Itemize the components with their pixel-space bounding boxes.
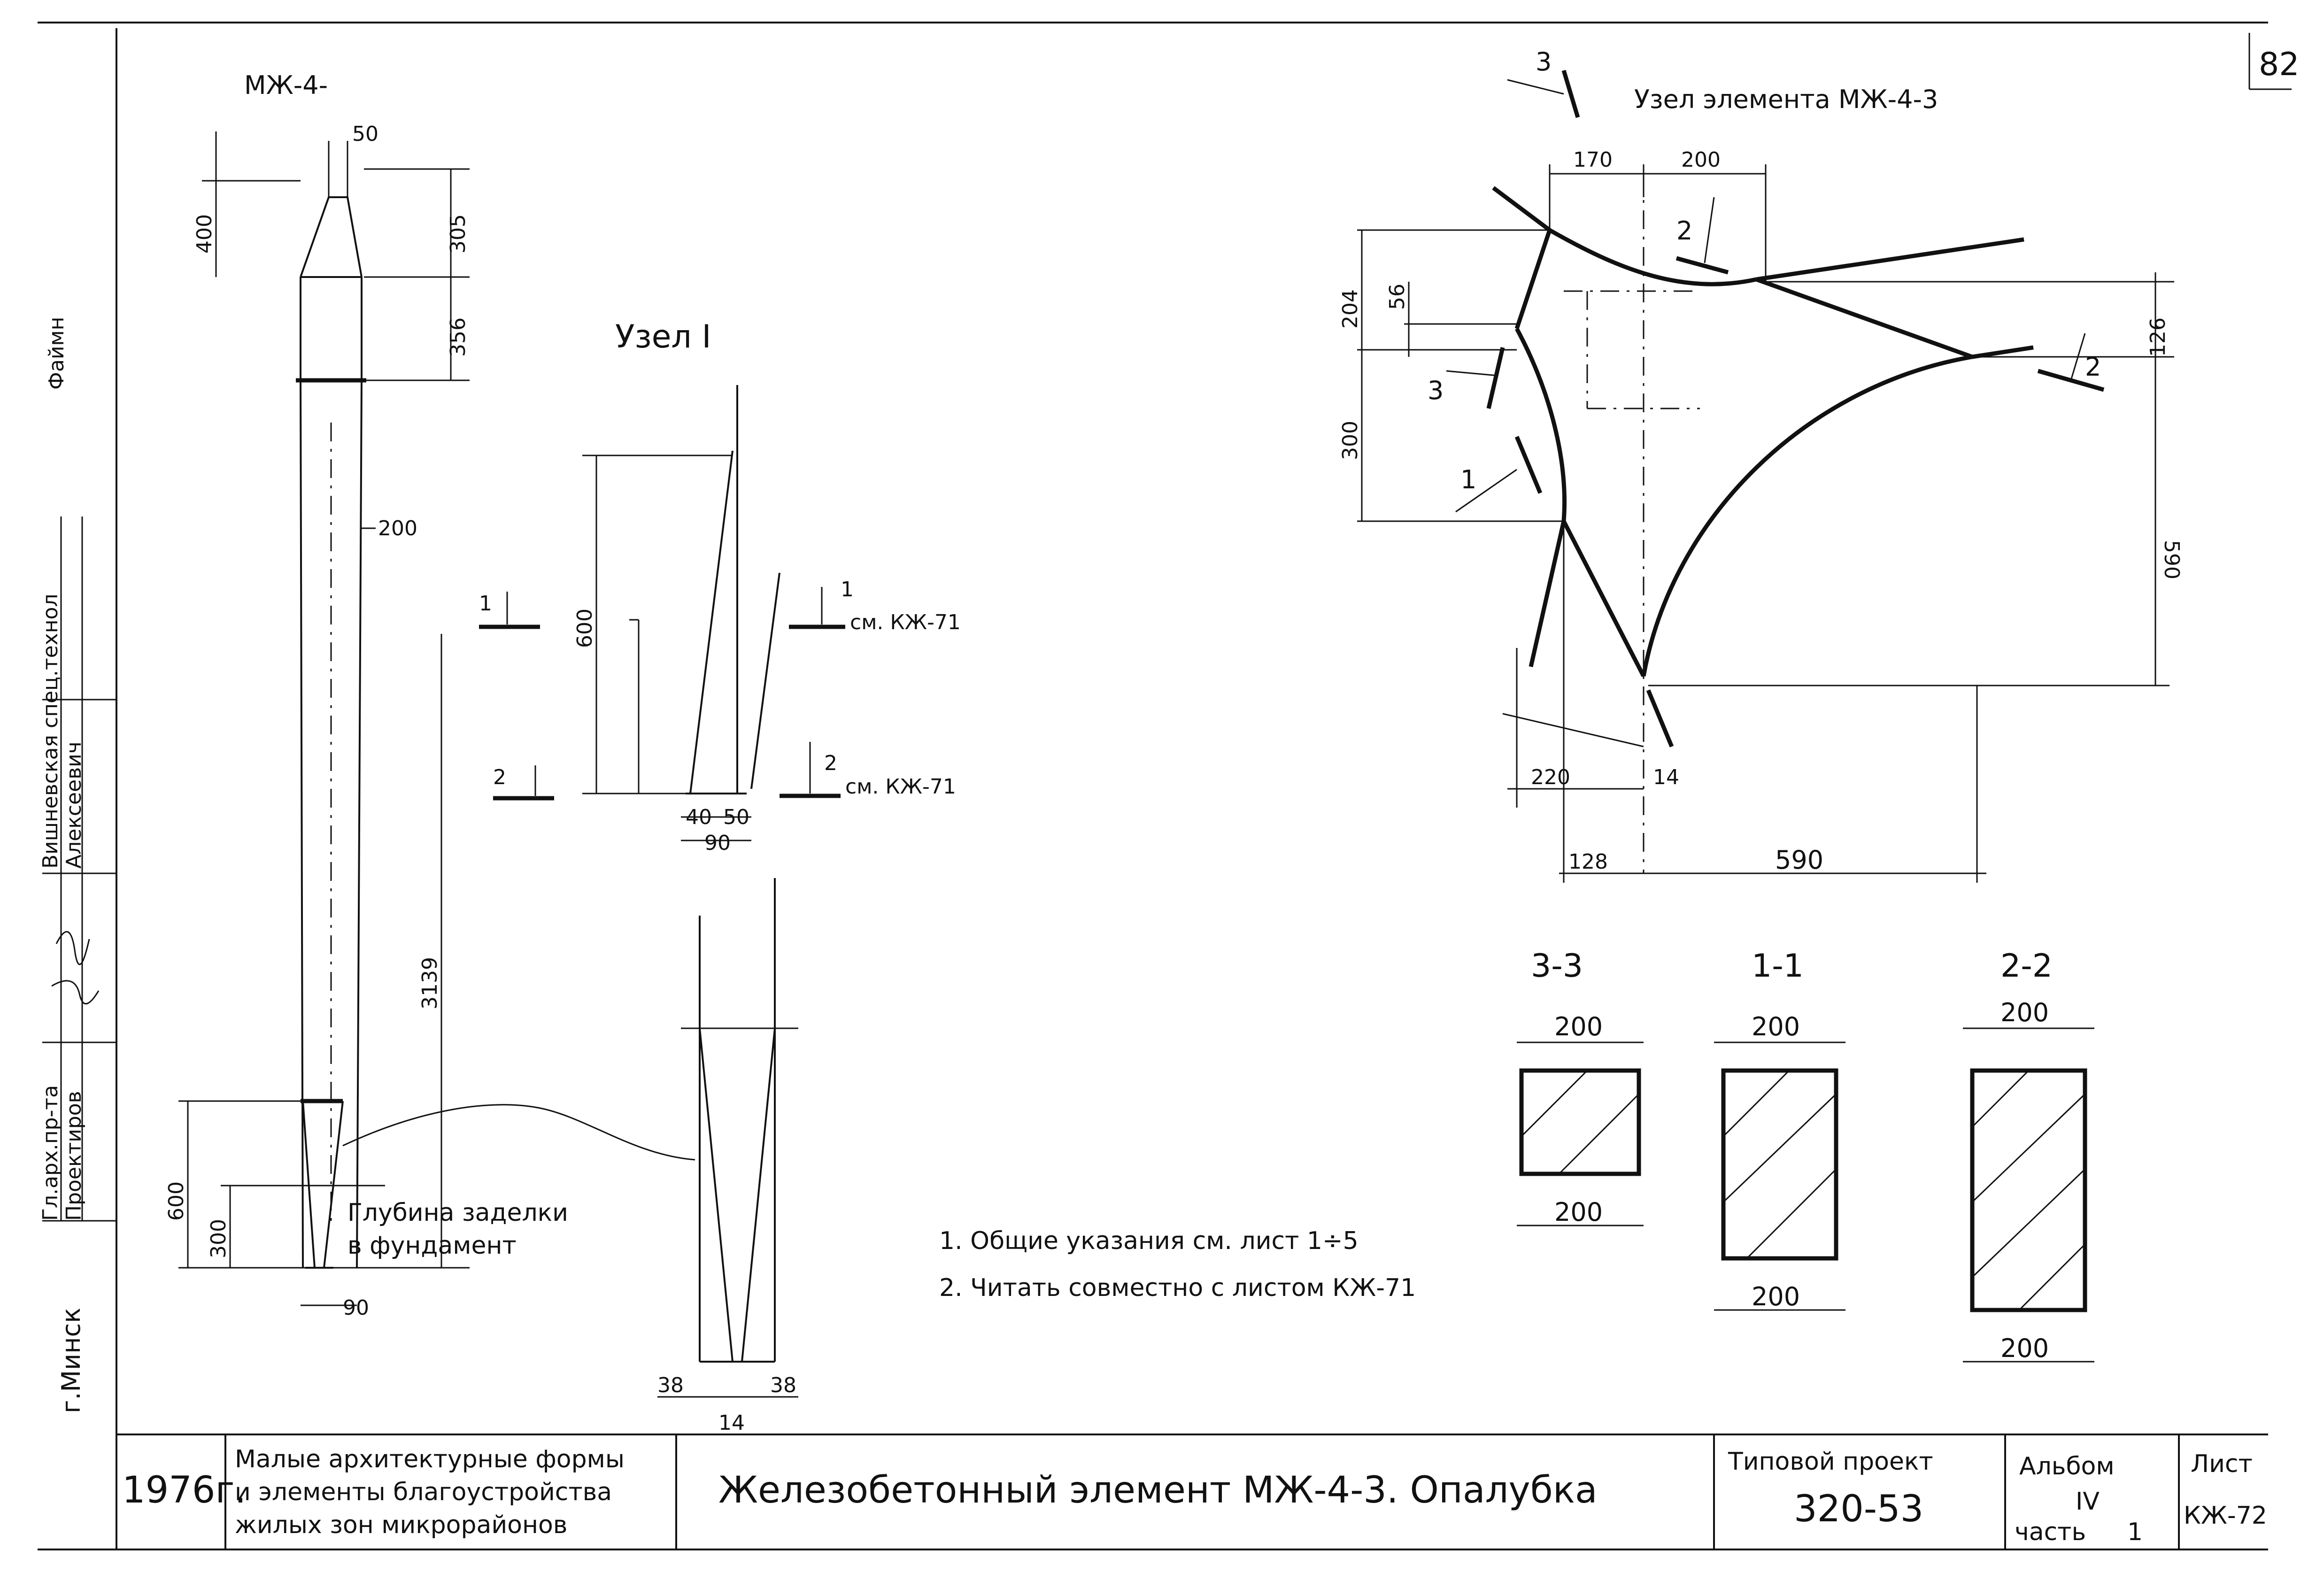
title-project-desc-1: Малые архитектурные формы — [235, 1445, 625, 1473]
dim-detail-170: 170 — [1573, 148, 1613, 172]
sheet-corner-number: 82 — [2259, 46, 2300, 83]
dim-detail-56: 56 — [1385, 284, 1409, 310]
cut-mark-3-top: 3 — [1536, 47, 1552, 77]
dim-column-356: 356 — [446, 317, 470, 357]
dim-column-305: 305 — [446, 214, 470, 254]
album-value: IV — [2076, 1488, 2100, 1516]
dim-detail-590-bottom: 590 — [1775, 845, 1823, 875]
element-label: МЖ-4- — [244, 70, 328, 100]
cut-mark-1-left: 1 — [479, 592, 492, 616]
dim-node1-40: 40 — [686, 805, 712, 829]
node-detail-title: Узел элемента МЖ-4-3 — [1634, 85, 1938, 114]
stamp-city: г.Минск — [56, 1308, 86, 1413]
dim-detail-200: 200 — [1681, 148, 1721, 172]
see-1: см. КЖ-71 — [850, 610, 961, 634]
sheet-value: КЖ-72 — [2184, 1502, 2267, 1530]
note-2: 2. Читать совместно с листом КЖ-71 — [939, 1274, 1416, 1302]
cut-mark-1-detail: 1 — [1460, 465, 1476, 494]
dim-column-90: 90 — [343, 1296, 369, 1320]
depth-note-line1: Глубина заделки — [347, 1199, 568, 1227]
dim-node1-50: 50 — [723, 805, 749, 829]
dim-sec22-top: 200 — [2000, 998, 2049, 1027]
stamp-name-2: Файмн — [45, 317, 69, 390]
dim-column-50: 50 — [352, 122, 378, 146]
dim-sec33-bottom: 200 — [1554, 1197, 1603, 1227]
dim-detail-590-right: 590 — [2160, 540, 2184, 579]
general-notes: 1. Общие указания см. лист 1÷5 2. Читать… — [939, 1227, 1416, 1302]
dim-column-600: 600 — [164, 1181, 188, 1221]
column-elevation: МЖ-4- 50 400 305 — [164, 70, 695, 1320]
dim-detail-14: 14 — [1653, 765, 1679, 789]
signature-mark — [51, 931, 100, 1005]
dim-node1-38-left: 38 — [657, 1373, 684, 1397]
typical-project-label: Типовой проект — [1728, 1448, 1933, 1476]
cut-mark-3-left: 3 — [1428, 376, 1444, 405]
dim-column-200: 200 — [378, 516, 417, 540]
sheet-frame: 82 — [38, 22, 2300, 1550]
stamp-name-1: Алексеевич — [62, 741, 86, 869]
depth-note-line2: в фундамент — [347, 1232, 517, 1260]
title-year: 1976г. — [122, 1469, 246, 1511]
section-3-3: 3-3 200 200 — [1517, 948, 1644, 1227]
see-2: см. КЖ-71 — [845, 775, 956, 799]
dim-column-300: 300 — [207, 1219, 231, 1258]
dim-detail-126: 126 — [2146, 317, 2170, 357]
node-detail: Узел элемента МЖ-4-3 3 3 1 2 2 — [1338, 47, 2184, 883]
sheet-title: Железобетонный элемент МЖ-4-3. Опалубка — [718, 1469, 1598, 1511]
section-3-3-title: 3-3 — [1531, 948, 1583, 985]
stamp-role-2: Проектиров — [62, 1091, 86, 1221]
sheet-label: Лист — [2191, 1450, 2253, 1478]
title-block: 1976г. Малые архитектурные формы и элеме… — [116, 1434, 2268, 1549]
cut-mark-1-right: 1 — [841, 578, 854, 601]
dim-sec11-top: 200 — [1752, 1012, 1800, 1041]
note-1: 1. Общие указания см. лист 1÷5 — [939, 1227, 1359, 1255]
part-label: часть — [2015, 1518, 2086, 1546]
dim-sec11-bottom: 200 — [1752, 1282, 1800, 1311]
dim-node1-14: 14 — [718, 1411, 745, 1435]
dim-sec22-bottom: 200 — [2000, 1333, 2049, 1363]
node-i-title: Узел I — [615, 318, 711, 355]
dim-detail-300: 300 — [1338, 421, 1362, 460]
part-value: 1 — [2127, 1518, 2143, 1546]
dim-sec33-top: 200 — [1554, 1012, 1603, 1041]
cut-mark-2-top: 2 — [1676, 216, 1692, 246]
dim-node1-90: 90 — [704, 831, 731, 855]
dim-column-3139: 3139 — [418, 957, 442, 1010]
section-1-1: 1-1 200 200 — [1714, 948, 1845, 1311]
dim-detail-204: 204 — [1338, 289, 1362, 329]
dim-column-400: 400 — [193, 214, 216, 254]
section-2-2-title: 2-2 — [2000, 948, 2053, 985]
album-label: Альбом — [2019, 1452, 2115, 1480]
dim-node1-600: 600 — [573, 609, 597, 648]
left-stamp-strip: г.Минск Гл.арх.пр-та Проектиров Вишневск… — [39, 317, 116, 1413]
node-i: Узел I 1 2 1 см. КЖ-71 2 см. КЖ-71 600 4… — [479, 318, 961, 1435]
stamp-role-1: Гл.арх.пр-та — [39, 1085, 62, 1221]
stamp-dept: Вишневская спец.технол — [39, 593, 62, 869]
cut-mark-2-left: 2 — [493, 765, 506, 789]
title-project-desc-3: жилых зон микрорайонов — [235, 1511, 567, 1539]
title-project-desc-2: и элементы благоустройства — [235, 1478, 612, 1506]
section-2-2: 2-2 200 200 — [1963, 948, 2094, 1363]
section-1-1-title: 1-1 — [1752, 948, 1804, 985]
cut-mark-2-right: 2 — [824, 751, 837, 775]
dim-detail-128: 128 — [1568, 850, 1608, 874]
typical-project-value: 320-53 — [1794, 1488, 1923, 1530]
dim-node1-38-right: 38 — [770, 1373, 796, 1397]
